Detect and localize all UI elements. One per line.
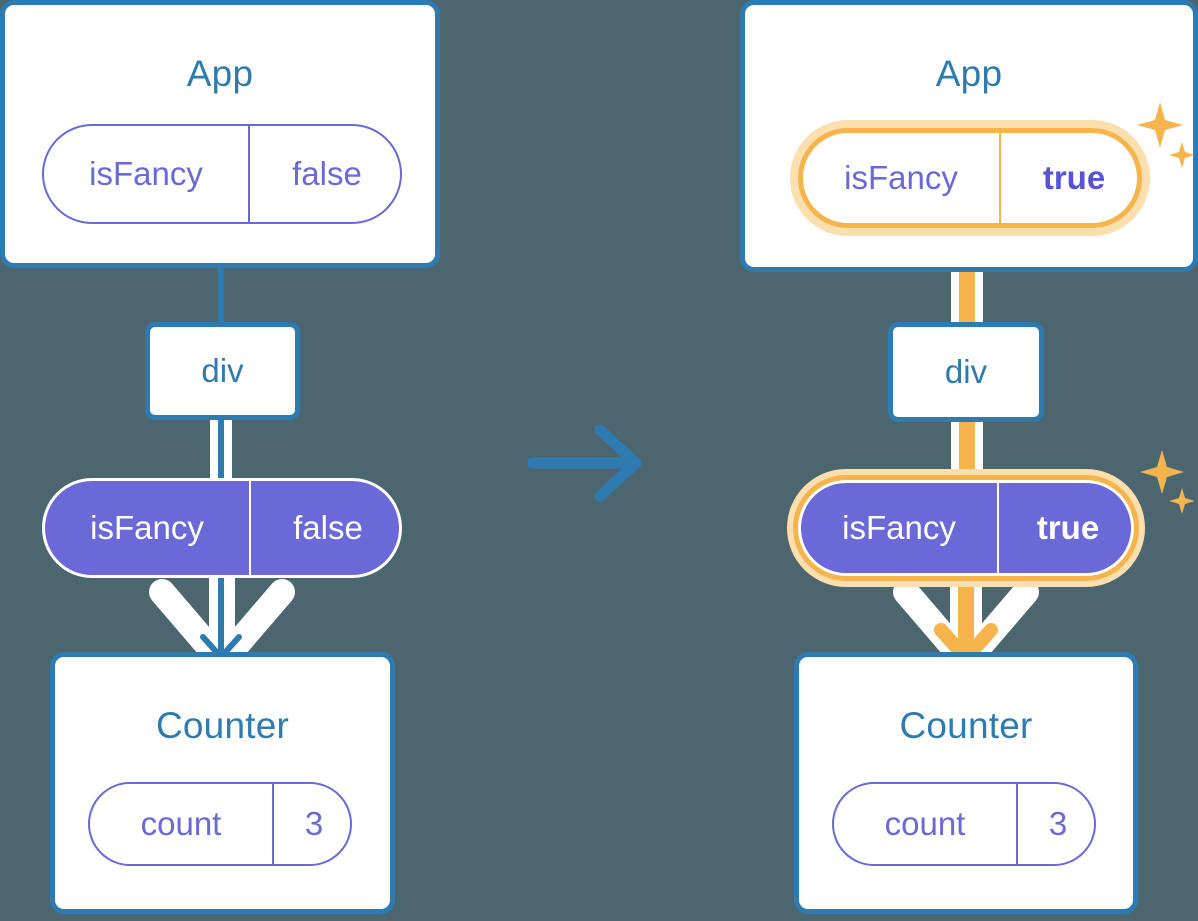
- pill-key: count: [884, 805, 966, 842]
- connector-div-to-pill-left: [218, 412, 224, 492]
- transition-right-arrow-icon: [528, 424, 642, 502]
- pill-key: isFancy: [842, 509, 956, 546]
- div-node-before: div: [145, 322, 300, 420]
- pill-value: true: [997, 483, 1131, 573]
- pill-value: true: [999, 133, 1137, 223]
- counter-card-title: Counter: [155, 705, 290, 746]
- connector-div-to-pill-right: [959, 412, 975, 490]
- app-state-pill-before[interactable]: isFancy false: [42, 124, 402, 224]
- div-node-label: div: [944, 353, 988, 390]
- counter-state-pill-after[interactable]: count 3: [832, 782, 1096, 866]
- connector-app-to-div-left: [218, 262, 224, 328]
- counter-card-title: Counter: [899, 705, 1033, 746]
- div-node-after: div: [888, 322, 1044, 422]
- prop-pill-after[interactable]: isFancy true: [798, 480, 1134, 576]
- pill-key: count: [140, 805, 222, 842]
- connector-halo-right-b: [975, 232, 983, 330]
- pill-key: isFancy: [844, 159, 958, 196]
- pill-value: 3: [272, 784, 350, 864]
- pill-key: isFancy: [90, 509, 204, 546]
- app-state-pill-after[interactable]: isFancy true: [798, 128, 1142, 228]
- pill-value: 3: [1016, 784, 1094, 864]
- prop-pill-before[interactable]: isFancy false: [42, 478, 402, 578]
- pill-key: isFancy: [89, 155, 203, 192]
- div-node-label: div: [201, 352, 244, 389]
- pill-value: false: [249, 481, 399, 575]
- connector-halo-right-a: [951, 232, 959, 330]
- pill-value: false: [248, 126, 400, 222]
- app-card-title: App: [935, 53, 1003, 94]
- app-card-title: App: [186, 53, 254, 94]
- counter-state-pill-before[interactable]: count 3: [88, 782, 352, 866]
